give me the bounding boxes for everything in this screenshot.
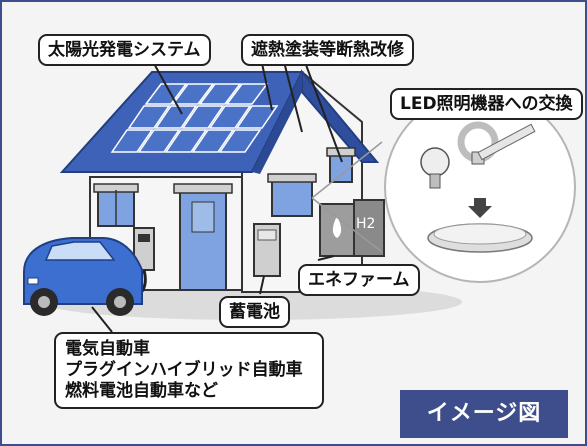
led-lighting-items (420, 121, 536, 253)
electric-car (23, 237, 143, 316)
vehicle-label-line1: 電気自動車 (65, 339, 150, 359)
hydrogen-label: H2 (356, 216, 376, 232)
front-door (179, 189, 227, 291)
solar-system-label: 太陽光発電システム (38, 34, 211, 66)
solar-panels (110, 83, 279, 153)
battery-label: 蓄電池 (219, 296, 290, 328)
vehicle-label-line2: プラグインハイブリッド自動車 (65, 360, 303, 380)
vehicle-label: 電気自動車 プラグインハイブリッド自動車 燃料電池自動車など (54, 332, 324, 409)
image-label-badge: イメージ図 (400, 390, 568, 438)
vehicle-label-line3: 燃料電池自動車など (65, 381, 218, 401)
led-zoom-circle (384, 91, 576, 283)
insulation-label: 遮熱塗装等断熱改修 (241, 34, 414, 66)
led-label: LED照明機器への交換 (390, 88, 583, 120)
fuel-cell-label: エネファーム (298, 264, 420, 296)
